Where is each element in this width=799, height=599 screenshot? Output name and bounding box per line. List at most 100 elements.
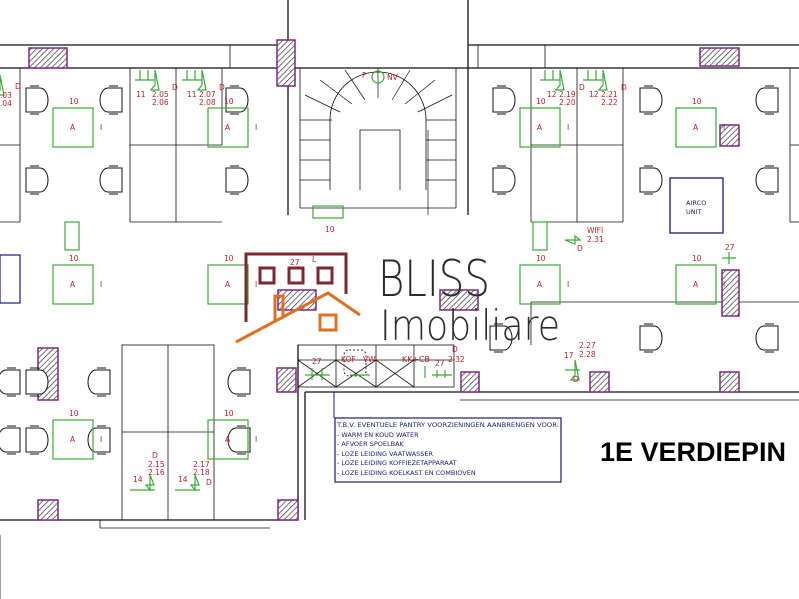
outlet-count: 17 <box>564 351 574 360</box>
desk-outline <box>675 264 717 305</box>
outlet-number: 2.07 <box>199 90 216 99</box>
desk-outline <box>519 107 561 148</box>
desk-outline <box>52 264 94 305</box>
outlet-number: 2.27 <box>579 341 596 350</box>
wifi-label: WIFI <box>587 226 603 235</box>
note-item: - LOZE LEIDING KOELKAST EN COMBIOVEN <box>337 469 476 477</box>
desk: A 10I <box>675 254 725 305</box>
desk-number: 10 <box>536 97 546 106</box>
stair-f-label: F <box>362 71 366 80</box>
pantry-note: T.B.V. EVENTUELE PANTRY VOORZIENINGEN AA… <box>334 417 562 483</box>
desk-outline <box>52 107 94 148</box>
outlet-d: D <box>621 83 627 92</box>
stair-nv-label: NV <box>387 73 399 82</box>
outlet-d: D <box>219 83 225 92</box>
staircase: NV F 10 <box>299 68 457 234</box>
desk-label: A <box>70 435 76 444</box>
outlet-count: 11 <box>136 90 146 99</box>
pantry-label: KOF <box>341 355 356 364</box>
desk-outline <box>207 107 249 148</box>
desk-side-label: I <box>723 280 725 289</box>
desk-number: 10 <box>69 97 79 106</box>
desk-side-label: I <box>100 280 102 289</box>
outlet-number: 2.15 <box>148 460 165 469</box>
logo-area-number: 27 <box>290 258 300 267</box>
outlet-count: 14 <box>133 475 143 484</box>
outlet-count: 12 <box>547 90 557 99</box>
desk-label: A <box>693 123 699 132</box>
outlet-number: 2.08 <box>199 98 216 107</box>
desk-side-label: I <box>723 123 725 132</box>
outlet-number: 2.20 <box>559 98 576 107</box>
desk-outline <box>52 419 94 460</box>
outlet-number: 2.18 <box>193 468 210 477</box>
desk-side-label: I <box>100 123 102 132</box>
note-item: - LOZE LEIDING KOFFIEZETAPPARAAT <box>337 459 457 467</box>
bliss-logo: 27 L BLISS Imobiliare <box>235 250 560 350</box>
desk-number: 10 <box>69 254 79 263</box>
desk-label: A <box>537 280 543 289</box>
desk-number: 10 <box>692 254 702 263</box>
outlet-d: D <box>152 451 158 460</box>
desk-label: A <box>693 280 699 289</box>
desk-number: 10 <box>224 254 234 263</box>
desk: A 10I <box>207 254 257 305</box>
desk-number: 10 <box>692 97 702 106</box>
desk-outline <box>207 264 249 305</box>
outlet-count: 11 <box>187 90 197 99</box>
outlet-d: D <box>15 82 21 91</box>
desk-number: 10 <box>536 254 546 263</box>
outlet-d: D <box>579 83 585 92</box>
desk: A 10I <box>52 254 102 305</box>
desk-number: 10 <box>224 97 234 106</box>
outlet-d: D <box>206 478 212 487</box>
desk: A 10I <box>519 97 569 148</box>
desk-side-label: I <box>255 280 257 289</box>
desk-label: A <box>225 280 231 289</box>
stair-number: 10 <box>325 225 335 234</box>
outlet-number: 2.22 <box>601 98 618 107</box>
note-item: - WARM EN KOUD WATER <box>337 431 419 439</box>
outlet-number: 2.05 <box>152 90 169 99</box>
note-item: - AFVOER SPOELBAK <box>337 440 405 448</box>
airco-unit: AIRCO UNIT <box>669 177 724 234</box>
outlet-labels: D .03 .04 11 2.05 2.06 D 11 2.07 2.08 D … <box>0 69 736 492</box>
outlet-count: 12 <box>589 90 599 99</box>
desk-outline <box>207 419 249 460</box>
wifi-number: 2.31 <box>587 235 604 244</box>
desk-side-label: I <box>567 123 569 132</box>
note-heading: T.B.V. EVENTUELE PANTRY VOORZIENINGEN AA… <box>336 421 559 429</box>
desk-outline <box>675 107 717 148</box>
pantry-label: 2.32 <box>448 355 465 364</box>
desk-label: A <box>70 280 76 289</box>
note-item: - LOZE LEIDING VAATWASSER <box>337 450 434 458</box>
desk: A 10I <box>675 97 725 148</box>
desk-number: 10 <box>69 409 79 418</box>
floor-title: 1E VERDIEPIN <box>600 437 786 467</box>
outlet-number: 2.21 <box>601 90 618 99</box>
logo-area-label: L <box>312 255 317 264</box>
logo-line2: Imobiliare <box>380 301 560 350</box>
desk-label: A <box>537 123 543 132</box>
outlet-d: D <box>172 83 178 92</box>
pantry-counter: 27 KOF VW KK+CB 27 2.32 D <box>297 344 465 418</box>
wifi-d: D <box>577 244 583 253</box>
outlet-number: 2.19 <box>559 90 576 99</box>
desk-side-label: I <box>255 435 257 444</box>
outlet-d: D <box>573 375 579 384</box>
outlet-number: 2.17 <box>193 460 210 469</box>
outlet-count: 14 <box>178 475 188 484</box>
pantry-label: VW <box>363 355 376 364</box>
pantry-label: KK+CB <box>402 355 430 364</box>
outlet-number: 2.28 <box>579 350 596 359</box>
airco-line1: AIRCO <box>686 199 706 207</box>
pantry-label: D <box>452 345 458 354</box>
